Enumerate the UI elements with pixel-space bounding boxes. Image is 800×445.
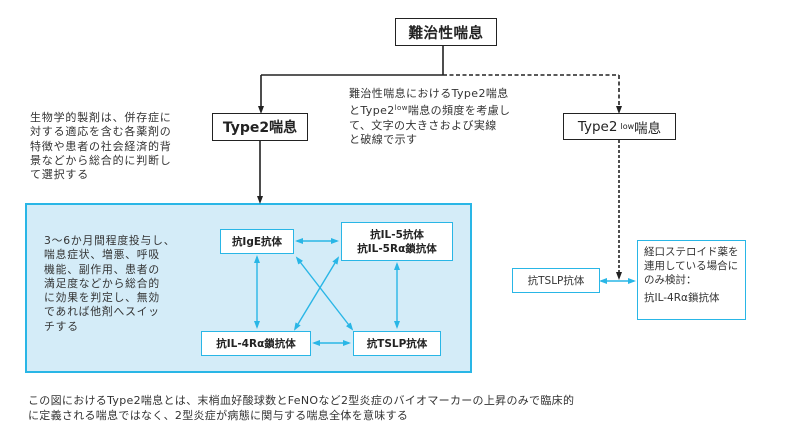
note-line: 3〜6か月間程度投与し、 bbox=[44, 234, 176, 247]
title-box: 難治性喘息 bbox=[395, 18, 497, 46]
note-sup: low bbox=[394, 104, 408, 113]
note-line: 難治性喘息におけるType2喘息 bbox=[349, 87, 509, 100]
selection-note: 生物学的製剤は、併存症に 対する適応を含む各薬剤の 特徴や患者の社会経済的背 景… bbox=[30, 111, 210, 182]
note-fragment: とType2 bbox=[349, 104, 395, 118]
title-label: 難治性喘息 bbox=[408, 25, 484, 42]
drug-label: 抗IL-4Rα鎖抗体 bbox=[216, 337, 296, 350]
drug-box-anti-tslp: 抗TSLP抗体 bbox=[353, 331, 441, 356]
note-line: 機能、副作用、患者の bbox=[44, 262, 160, 276]
note-line: 連用している場合に bbox=[644, 260, 739, 272]
footnote-line: この図におけるType2喘息とは、末梢血好酸球数とFeNOなど2型炎症のバイオマ… bbox=[28, 394, 575, 407]
panel-note: 3〜6か月間程度投与し、 喘息症状、増悪、呼吸 機能、副作用、患者の 満足度など… bbox=[44, 234, 214, 334]
type2low-anti-tslp-box: 抗TSLP抗体 bbox=[512, 268, 600, 293]
note-line: に効果を判定し、無効 bbox=[44, 291, 160, 305]
drug-box-anti-il5: 抗IL-5抗体 抗IL-5Rα鎖抗体 bbox=[341, 222, 453, 261]
drug-box-anti-ige: 抗IgE抗体 bbox=[220, 229, 294, 254]
note-line: て選択する bbox=[30, 168, 89, 182]
type2low-suffix: 喘息 bbox=[634, 120, 662, 137]
note-fragment: 喘息の頻度を考慮し bbox=[407, 104, 511, 118]
note-line: 喘息症状、増悪、呼吸 bbox=[44, 248, 160, 262]
drug-label: 抗IgE抗体 bbox=[231, 235, 283, 248]
note-line: 生物学的製剤は、併存症に bbox=[30, 111, 172, 124]
footnote: この図におけるType2喘息とは、末梢血好酸球数とFeNOなど2型炎症のバイオマ… bbox=[28, 393, 798, 423]
drug-label: 抗IL-4Rα鎖抗体 bbox=[644, 292, 720, 304]
note-line: 経口ステロイド薬を bbox=[644, 246, 739, 258]
note-line: とType2low喘息の頻度を考慮し bbox=[349, 101, 549, 118]
type2low-sup: low bbox=[620, 122, 635, 131]
note-line: て、文字の大きさおよび実線 bbox=[349, 118, 497, 132]
note-line: であれば他剤へスイッ bbox=[44, 305, 160, 319]
note-line: 特徴や患者の社会経済的背 bbox=[30, 139, 172, 153]
type2-label: Type2喘息 bbox=[222, 120, 298, 136]
drug-label: 抗TSLP抗体 bbox=[366, 337, 428, 350]
footnote-line: に定義される喘息ではなく、2型炎症が病態に関与する喘息全体を意味する bbox=[28, 409, 409, 422]
type2low-ocs-box: 経口ステロイド薬を 連用している場合に のみ検討： 抗IL-4Rα鎖抗体 bbox=[637, 240, 746, 320]
note-line: 対する適応を含む各薬剤の bbox=[30, 125, 172, 139]
drug-label: 抗IL-5抗体 bbox=[370, 228, 424, 241]
type2low-prefix: Type2 bbox=[577, 118, 618, 135]
type2-box: Type2喘息 bbox=[212, 113, 308, 141]
drug-label: 抗IL-5Rα鎖抗体 bbox=[357, 242, 437, 255]
note-line: 満足度などから総合的 bbox=[44, 276, 160, 290]
note-line: チする bbox=[44, 319, 79, 333]
drug-label: 抗TSLP抗体 bbox=[527, 275, 585, 287]
note-line: のみ検討： bbox=[644, 274, 697, 286]
note-line: 景などから総合的に判断し bbox=[30, 153, 172, 167]
note-line: と破線で示す bbox=[349, 132, 418, 146]
frequency-note: 難治性喘息におけるType2喘息 とType2low喘息の頻度を考慮し て、文字… bbox=[349, 87, 549, 147]
drug-box-anti-il4r: 抗IL-4Rα鎖抗体 bbox=[201, 331, 311, 356]
